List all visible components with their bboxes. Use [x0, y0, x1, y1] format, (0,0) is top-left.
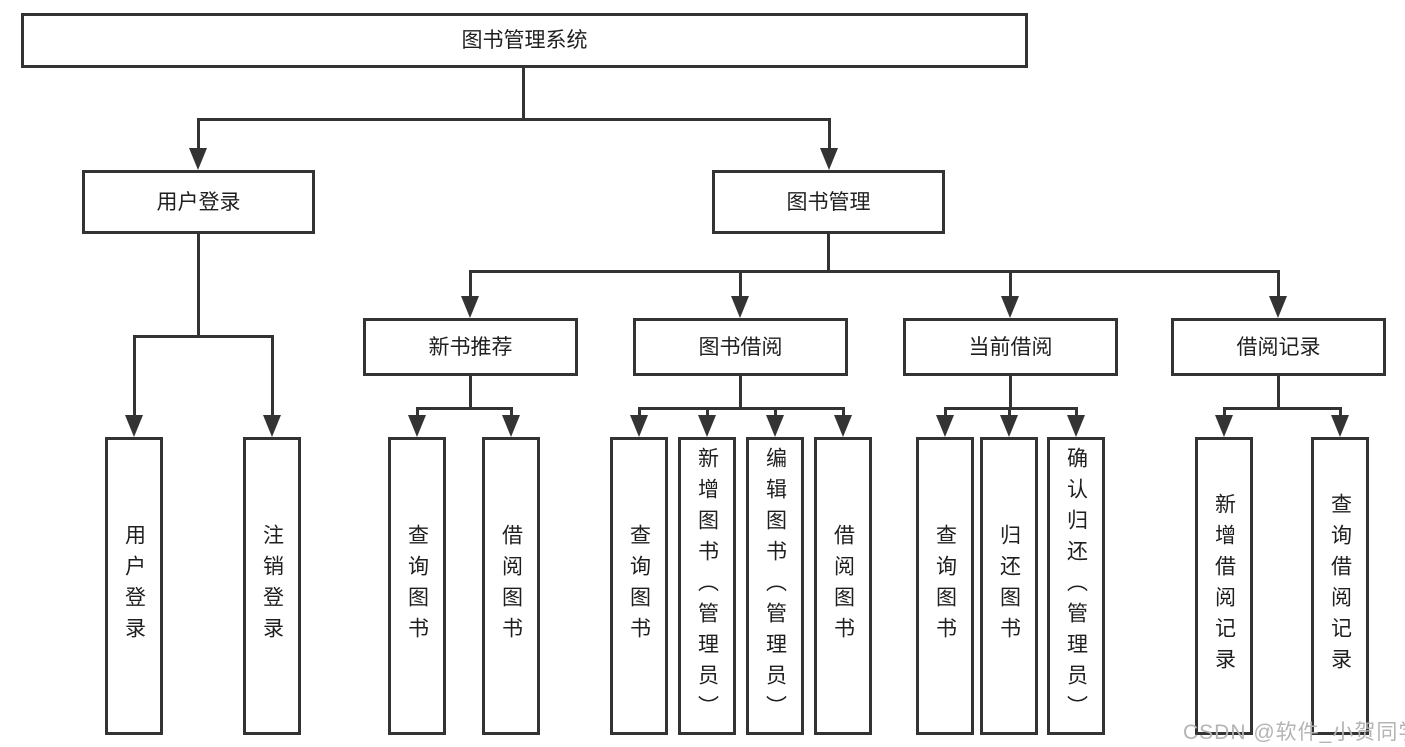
connector-line	[197, 234, 200, 335]
leaf-add-borrow-record: 新增借阅记录	[1195, 437, 1253, 735]
arrow-down-icon	[461, 296, 479, 318]
connector-line	[133, 335, 136, 417]
arrow-down-icon	[1001, 296, 1019, 318]
arrow-down-icon	[936, 415, 954, 437]
connector-line	[271, 335, 274, 417]
leaf-borrow-books: 借阅图书	[482, 437, 540, 735]
arrow-down-icon	[189, 148, 207, 170]
arrow-down-icon	[1331, 415, 1349, 437]
connector-line	[1009, 270, 1012, 298]
connector-line	[469, 376, 472, 409]
connector-line	[469, 270, 472, 298]
connector-line	[1223, 407, 1226, 419]
connector-line	[1277, 270, 1280, 298]
connector-line	[828, 118, 831, 150]
arrow-down-icon	[1067, 415, 1085, 437]
connector-line	[944, 407, 947, 419]
arrow-down-icon	[502, 415, 520, 437]
leaf-query-borrow-record: 查询借阅记录	[1311, 437, 1369, 735]
arrow-down-icon	[1269, 296, 1287, 318]
arrow-down-icon	[630, 415, 648, 437]
connector-line	[197, 118, 831, 121]
connector-line	[827, 234, 830, 273]
leaf-user-login: 用户登录	[105, 437, 163, 735]
connector-line	[510, 407, 513, 419]
node-borrowing-records: 借阅记录	[1171, 318, 1386, 376]
node-book-borrowing: 图书借阅	[633, 318, 848, 376]
leaf-return-books: 归还图书	[980, 437, 1038, 735]
connector-line	[1339, 407, 1342, 419]
arrow-down-icon	[834, 415, 852, 437]
node-user-login: 用户登录	[82, 170, 315, 234]
watermark: CSDN @软件_小贺同学	[1183, 721, 1405, 744]
arrow-down-icon	[820, 148, 838, 170]
node-current-borrowing: 当前借阅	[903, 318, 1118, 376]
leaf-confirm-return-admin: 确认归还（管理员）	[1047, 437, 1105, 735]
arrow-down-icon	[408, 415, 426, 437]
connector-line	[944, 407, 1078, 410]
connector-line	[1008, 407, 1011, 419]
leaf-add-books-admin: 新增图书（管理员）	[678, 437, 736, 735]
arrow-down-icon	[125, 415, 143, 437]
leaf-query-books: 查询图书	[610, 437, 668, 735]
connector-line	[739, 376, 742, 409]
connector-line	[133, 335, 274, 338]
connector-line	[1009, 376, 1012, 409]
leaf-edit-books-admin: 编辑图书（管理员）	[746, 437, 804, 735]
connector-line	[416, 407, 419, 419]
leaf-query-books: 查询图书	[388, 437, 446, 735]
leaf-logout: 注销登录	[243, 437, 301, 735]
connector-line	[638, 407, 845, 410]
connector-line	[1075, 407, 1078, 419]
node-new-book-recommend: 新书推荐	[363, 318, 578, 376]
node-library-system: 图书管理系统	[21, 13, 1028, 68]
node-book-management: 图书管理	[712, 170, 945, 234]
arrow-down-icon	[263, 415, 281, 437]
connector-line	[522, 68, 525, 118]
connector-line	[1223, 407, 1342, 410]
connector-line	[1277, 376, 1280, 409]
arrow-down-icon	[1215, 415, 1233, 437]
connector-line	[739, 270, 742, 298]
arrow-down-icon	[698, 415, 716, 437]
connector-line	[842, 407, 845, 419]
arrow-down-icon	[1000, 415, 1018, 437]
connector-line	[706, 407, 709, 419]
connector-line	[197, 118, 200, 150]
connector-line	[469, 270, 1280, 273]
arrow-down-icon	[731, 296, 749, 318]
leaf-query-books: 查询图书	[916, 437, 974, 735]
arrow-down-icon	[766, 415, 784, 437]
connector-line	[774, 407, 777, 419]
connector-line	[416, 407, 513, 410]
connector-line	[638, 407, 641, 419]
leaf-borrow-books: 借阅图书	[814, 437, 872, 735]
